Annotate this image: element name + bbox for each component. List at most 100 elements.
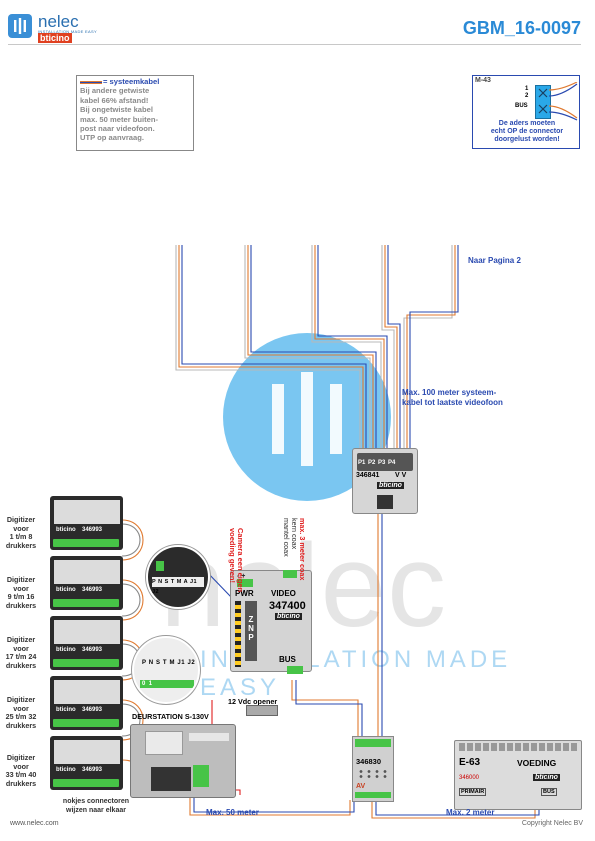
pin-label: Z	[248, 615, 254, 624]
footer-copyright: Copyright Nelec BV	[521, 820, 583, 827]
digitizer-code: 346993	[82, 707, 103, 713]
m43-label-bus: BUS	[515, 103, 528, 109]
digitizer-terminals	[53, 659, 119, 667]
pin-label: T	[162, 660, 168, 666]
digitizer-faceplate	[54, 740, 120, 764]
nokjes-note: nokjes connectoren wijzen naar elkaar	[52, 798, 140, 815]
pin-label: A	[183, 579, 188, 585]
pin-label: N	[248, 624, 254, 633]
amplifier-bottom-terminals	[355, 792, 391, 798]
pin-label: J1	[189, 579, 198, 585]
digitizer-label-line: 17 t/m 24	[5, 652, 37, 662]
door-station	[130, 724, 236, 798]
m43-title: M-43	[475, 77, 491, 84]
amplifier-code: 346830	[356, 757, 382, 766]
distributor-code: 346841	[356, 472, 380, 479]
max-100-line: kabel tot laatste videofoon	[402, 398, 503, 407]
digitizer-label-line: drukkers	[5, 660, 37, 670]
door-opener-icon	[246, 705, 278, 716]
amplifier-av: AV	[356, 783, 366, 790]
digitizer-module: bticino 346993	[50, 556, 123, 610]
amplifier-346830: 346830 AV	[352, 736, 394, 802]
amplifier-dots-icon	[357, 769, 389, 779]
digitizer-terminals	[53, 719, 119, 727]
interface-347400: - + V PWR VIDEO Z N P 347400 bticino BUS	[230, 570, 312, 674]
pin-label: T	[170, 579, 175, 585]
system-cable-swatch	[80, 80, 102, 84]
pin-label: P	[152, 579, 157, 585]
digitizer-faceplate	[54, 620, 120, 644]
zoom-callout-connector: P N S T M A J1 J2	[146, 545, 210, 609]
amplifier-terminals	[355, 739, 391, 747]
document-id: GBM_16-0097	[462, 18, 581, 38]
nokjes-line: nokjes connectoren	[62, 798, 130, 805]
camera-note-line: Camera een eigen	[236, 528, 245, 593]
camera-note-line: voeding geven!	[228, 528, 237, 584]
note-line: Bij andere getwiste	[80, 86, 150, 96]
interface-pwr-label: PWR	[235, 589, 254, 598]
psu-brand: bticino	[533, 774, 560, 781]
interface-video-label: VIDEO	[271, 589, 296, 598]
digitizer-faceplate	[54, 680, 120, 704]
nokjes-line: wijzen naar elkaar	[66, 806, 126, 814]
zoom2-terminals: 0 1	[140, 680, 194, 688]
digitizer-label-line: Digitizer	[6, 515, 36, 524]
header-divider	[8, 44, 581, 45]
watermark-logo-icon	[223, 333, 391, 501]
interface-code: 347400	[269, 600, 306, 612]
note-heading: = systeemkabel	[103, 77, 160, 86]
note-line: post naar videofoon.	[80, 124, 155, 134]
digitizer-label-line: 25 t/m 32	[5, 712, 37, 722]
pin-label: J2	[187, 660, 196, 666]
zoom-jumper-icon	[156, 561, 164, 571]
pin-label: N	[158, 579, 163, 585]
zoom-pin-strip: P N S T M A J1 J2	[152, 577, 204, 595]
digitizer-terminals	[53, 599, 119, 607]
psu-bus: BUS	[541, 788, 557, 796]
digitizer-label-line: drukkers	[5, 600, 37, 610]
digitizer-label-line: voor	[13, 703, 29, 713]
digitizer-label-line: voor	[13, 643, 29, 653]
digitizer-brand: bticino	[56, 707, 76, 713]
digitizer-terminals	[53, 779, 119, 787]
distributor-connector-icon	[377, 495, 393, 509]
digitizer-terminals	[53, 539, 119, 547]
digitizer-code: 346993	[82, 527, 103, 533]
digitizer-label-line: 9 t/m 16	[7, 592, 35, 602]
psu-title: VOEDING	[517, 758, 557, 768]
footer-url[interactable]: www.nelec.com	[10, 820, 59, 827]
cable-note: = systeemkabel Bij andere getwiste kabel…	[76, 75, 194, 151]
m43-wires-icon	[549, 82, 578, 121]
digitizer-faceplate	[54, 500, 120, 524]
zoom-callout-jumpers: P N S T M J1 J2 0 1	[132, 636, 200, 704]
pin-label: M	[169, 660, 176, 666]
digitizer-label-line: drukkers	[5, 720, 37, 730]
door-station-label: DEURSTATION S-130V	[132, 712, 209, 721]
door-station-camera-icon	[145, 731, 183, 755]
digitizer-label-line: Digitizer	[6, 753, 36, 762]
digitizer-label: Digitizer voor 1 t/m 8 drukkers	[0, 515, 42, 550]
m43-note-line: doorgelust worden!	[494, 136, 560, 143]
digitizer-module: bticino 346993	[50, 496, 123, 550]
digitizer-label-line: drukkers	[5, 778, 37, 788]
m43-connector-box: M-43 1 2 BUS De aders moeten echt OP de …	[472, 75, 580, 149]
digitizer-module: bticino 346993	[50, 676, 123, 730]
note-line: kabel 66% afstand!	[80, 95, 149, 105]
max-100-line: Max. 100 meter systeem-	[402, 388, 497, 397]
max-100-label: Max. 100 meter systeem- kabel tot laatst…	[402, 388, 503, 408]
door-station-terminals	[193, 765, 209, 787]
digitizer-label-line: voor	[13, 583, 29, 593]
door-station-board	[151, 767, 191, 791]
coax-note-line: kern coax	[290, 518, 299, 550]
coax-note: max. 3 meter coax kern coax mantel coax	[282, 518, 307, 580]
interface-brand: bticino	[275, 613, 302, 620]
port-label: P4	[388, 460, 396, 466]
note-line: UTP op aanvraag.	[80, 133, 145, 143]
digitizer-module: bticino 346993	[50, 736, 123, 790]
pin-label: P	[142, 660, 147, 666]
port-label: P2	[368, 460, 376, 466]
to-page-2-label: Naar Pagina 2	[468, 256, 521, 265]
pin-label: N	[148, 660, 154, 666]
pin-label: P	[248, 633, 254, 642]
power-supply-e63: E-63 VOEDING 346000 bticino PRIMAIR BUS	[454, 740, 582, 810]
